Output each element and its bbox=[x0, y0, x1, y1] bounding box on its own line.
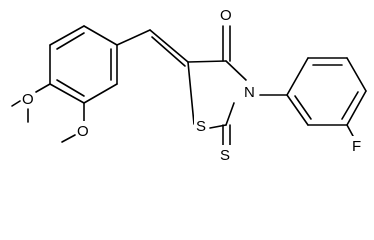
bond-inner bbox=[341, 91, 359, 120]
bond-inner bbox=[56, 32, 85, 50]
bond bbox=[49, 25, 85, 46]
atom-o-methoxy-top: O bbox=[22, 91, 34, 108]
bond bbox=[35, 83, 51, 93]
bond bbox=[83, 83, 118, 104]
bond bbox=[187, 61, 195, 125]
structure-diagram: O O O S S N F bbox=[11, 6, 367, 164]
bond-double bbox=[151, 36, 186, 67]
bond bbox=[187, 60, 227, 63]
thiazolidine-ring bbox=[187, 25, 247, 147]
bond bbox=[61, 134, 76, 143]
benzylidene-linker bbox=[116, 29, 189, 67]
bond-inner bbox=[294, 95, 312, 120]
bond bbox=[286, 94, 309, 126]
bond bbox=[49, 83, 85, 104]
atom-labels: O O O S S N F bbox=[21, 6, 365, 164]
bond bbox=[225, 102, 235, 126]
bond bbox=[11, 100, 21, 107]
bond bbox=[116, 29, 151, 46]
bond bbox=[83, 25, 118, 46]
atom-s-ring: S bbox=[196, 118, 206, 135]
atom-fluorine: F bbox=[352, 138, 361, 155]
bond bbox=[149, 29, 189, 63]
bond-inner bbox=[56, 79, 85, 97]
atom-s-thione: S bbox=[220, 147, 230, 164]
atom-o-carbonyl: O bbox=[220, 7, 232, 24]
fluorophenyl-ring bbox=[286, 57, 367, 137]
methoxy-groups bbox=[11, 83, 85, 143]
bond bbox=[346, 124, 354, 137]
dimethoxyphenyl-ring bbox=[49, 25, 118, 104]
bond bbox=[286, 57, 309, 96]
bond bbox=[346, 57, 367, 92]
atom-o-methoxy-bottom: O bbox=[77, 123, 89, 140]
atom-n-ring: N bbox=[244, 84, 255, 101]
bond bbox=[225, 60, 247, 81]
bond bbox=[346, 90, 367, 126]
